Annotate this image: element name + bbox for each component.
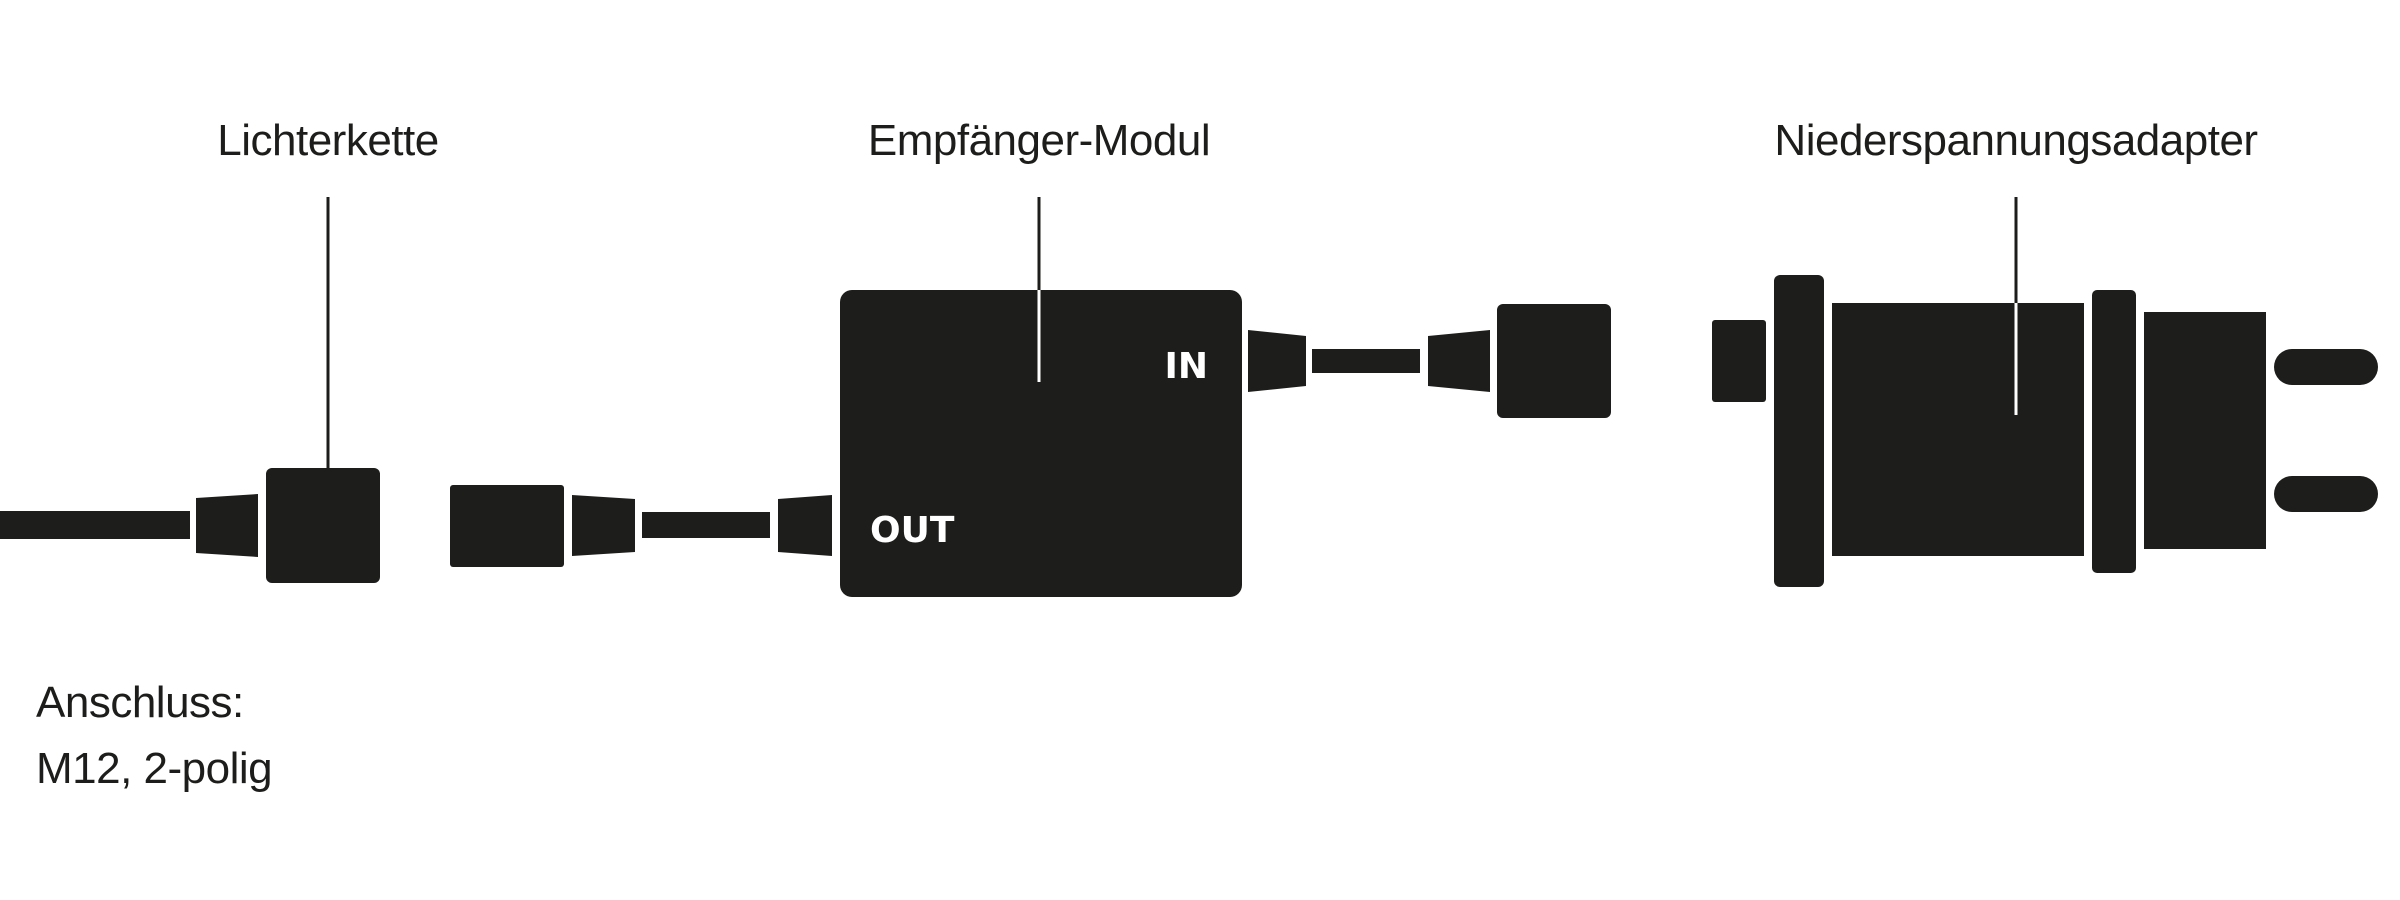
receiver-module-body xyxy=(840,290,1242,597)
light-chain-plug-body xyxy=(266,468,380,583)
connection-note: Anschluss: M12, 2-polig xyxy=(36,670,273,802)
extension-cable-assembly xyxy=(450,485,832,567)
adapter-prong-top xyxy=(2274,349,2378,385)
adapter-plug-block xyxy=(2144,312,2266,549)
adapter-rear-flange xyxy=(2092,290,2136,573)
extension-socket-collar xyxy=(572,495,635,556)
light-chain-plug-collar xyxy=(196,494,258,557)
extension-cable xyxy=(642,512,770,538)
adapter-socket xyxy=(1712,320,1766,402)
input-cable-plug-body xyxy=(1497,304,1611,418)
module-in-collar xyxy=(1248,330,1306,392)
input-cable-collar xyxy=(1428,330,1490,392)
module-out-collar xyxy=(778,495,832,556)
receiver-module: IN OUT xyxy=(840,290,1242,597)
low-voltage-adapter-label: Niederspannungsadapter xyxy=(1774,116,2257,165)
connection-note-spec: M12, 2-polig xyxy=(36,744,273,793)
adapter-housing xyxy=(1832,303,2084,556)
connection-note-title: Anschluss: xyxy=(36,678,244,727)
light-chain-assembly xyxy=(0,468,380,583)
light-chain-label: Lichterkette xyxy=(217,116,438,165)
module-input-cable xyxy=(1312,349,1420,373)
receiver-module-label: Empfänger-Modul xyxy=(868,116,1210,165)
adapter-prong-bottom xyxy=(2274,476,2378,512)
adapter-front-flange xyxy=(1774,275,1824,587)
low-voltage-adapter xyxy=(1712,275,2378,587)
leader-lines xyxy=(326,197,2018,518)
module-in-label: IN xyxy=(1164,346,1208,387)
module-out-label: OUT xyxy=(870,510,955,551)
extension-socket-body xyxy=(450,485,564,567)
light-chain-cable xyxy=(0,511,190,539)
module-input-cable-assembly xyxy=(1248,304,1611,418)
